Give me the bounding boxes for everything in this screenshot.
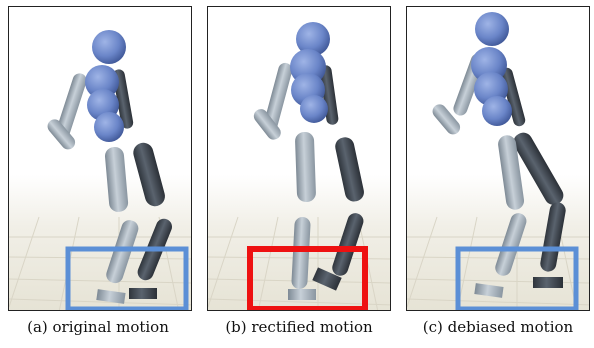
panel-rectified-motion	[207, 6, 391, 311]
panel-debiased-motion	[406, 6, 590, 311]
character-figure	[432, 12, 566, 298]
panel-original-motion	[8, 6, 192, 311]
highlight-box-b	[247, 246, 368, 310]
caption-original-motion: (a) original motion	[27, 318, 169, 336]
caption-debiased-motion: (c) debiased motion	[422, 318, 574, 336]
highlight-box-a	[65, 246, 189, 310]
caption-rectified-motion: (b) rectified motion	[225, 318, 373, 336]
highlight-box-c	[455, 246, 579, 310]
character-figure	[253, 22, 364, 300]
